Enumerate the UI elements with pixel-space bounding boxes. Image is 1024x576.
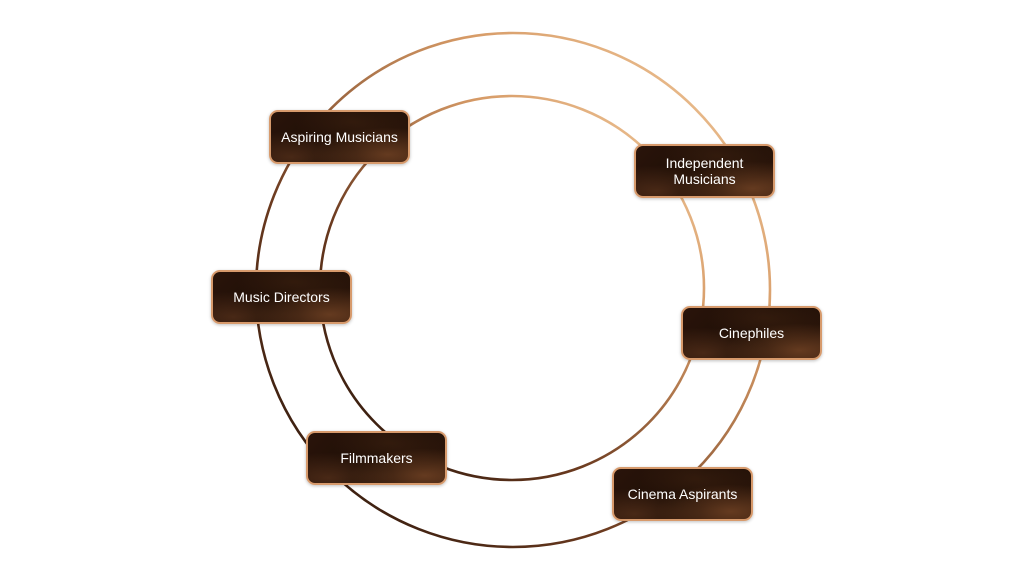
node-label: Filmmakers xyxy=(340,450,413,466)
node-cinema-aspirants: Cinema Aspirants xyxy=(612,467,753,521)
node-music-directors: Music Directors xyxy=(211,270,352,324)
node-label: Independent Musicians xyxy=(665,155,744,187)
node-independent-musicians: Independent Musicians xyxy=(634,144,775,198)
node-label: Aspiring Musicians xyxy=(281,129,398,145)
node-label: Music Directors xyxy=(233,289,330,305)
node-label: Cinema Aspirants xyxy=(627,486,738,502)
node-aspiring-musicians: Aspiring Musicians xyxy=(269,110,410,164)
node-filmmakers: Filmmakers xyxy=(306,431,447,485)
node-cinephiles: Cinephiles xyxy=(681,306,822,360)
node-label: Cinephiles xyxy=(718,325,785,341)
